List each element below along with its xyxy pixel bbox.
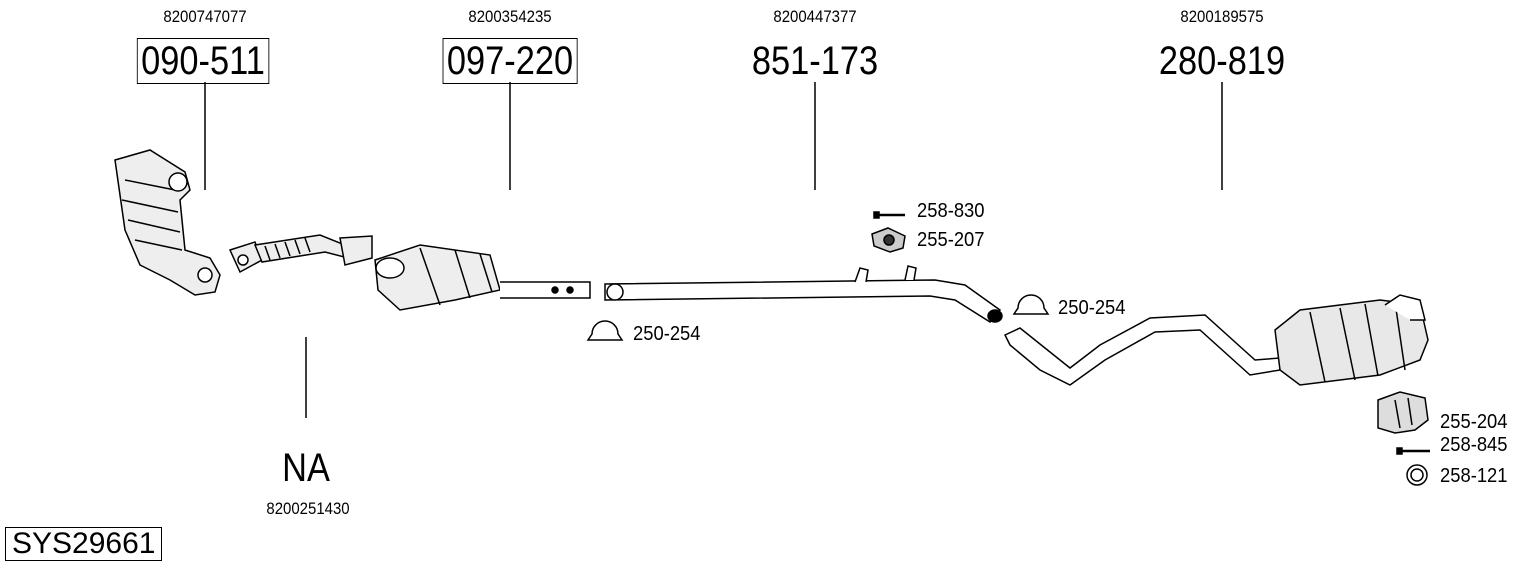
centre-pipe-part[interactable] bbox=[604, 265, 1003, 323]
part-number-label[interactable]: 280-819 bbox=[1158, 39, 1286, 83]
leader-lines bbox=[204, 82, 1223, 418]
accessory-label[interactable]: 250-254 bbox=[1058, 297, 1126, 319]
ring-icon bbox=[1406, 464, 1428, 486]
catalyst-part[interactable] bbox=[374, 244, 591, 311]
oem-number: 8200354235 bbox=[468, 7, 552, 26]
oem-number: 8200447377 bbox=[773, 7, 857, 26]
system-id: SYS29661 bbox=[5, 527, 163, 561]
accessory-label[interactable]: 258-121 bbox=[1440, 465, 1508, 487]
part-number-label[interactable]: 090-511 bbox=[136, 38, 270, 84]
rear-muffler-part[interactable] bbox=[1003, 294, 1429, 386]
clamp-icon bbox=[586, 294, 1050, 341]
accessory-label[interactable]: 255-207 bbox=[917, 229, 985, 251]
accessory-label[interactable]: 250-254 bbox=[633, 323, 701, 345]
manifold-catalyst-part[interactable] bbox=[114, 149, 221, 296]
accessory-label[interactable]: 258-845 bbox=[1440, 434, 1508, 456]
bolt-icon bbox=[873, 211, 905, 219]
bracket-icon bbox=[1377, 391, 1429, 434]
accessory-label[interactable]: 255-204 bbox=[1440, 411, 1508, 433]
oem-number: 8200747077 bbox=[163, 7, 247, 26]
oem-number: 8200251430 bbox=[266, 499, 350, 518]
rubber-mount-icon bbox=[871, 227, 906, 253]
flex-pipe-part[interactable] bbox=[228, 234, 373, 274]
bolt-icon bbox=[1396, 447, 1430, 455]
part-number-label[interactable]: 851-173 bbox=[751, 39, 879, 83]
accessory-label[interactable]: 258-830 bbox=[917, 200, 985, 222]
part-number-label[interactable]: 097-220 bbox=[442, 38, 578, 84]
oem-number: 8200189575 bbox=[1180, 7, 1264, 26]
part-number-label[interactable]: NA bbox=[282, 446, 330, 490]
